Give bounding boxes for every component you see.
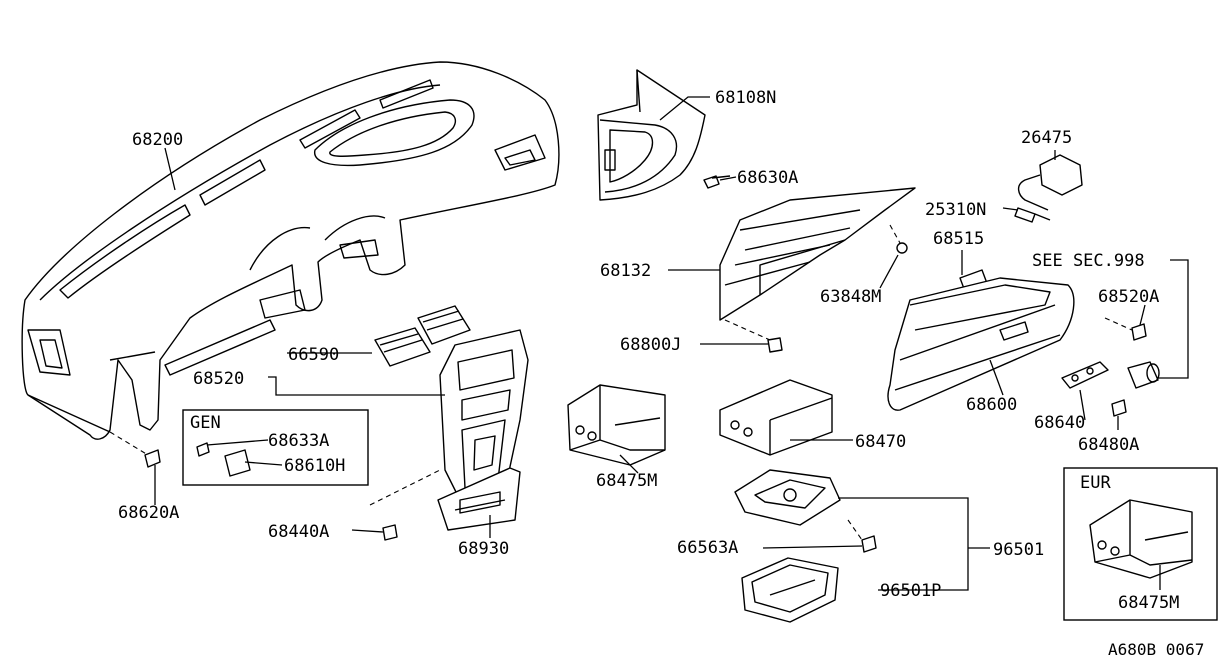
label-see-sec-998: SEE SEC.998 (1032, 251, 1145, 271)
label-68800J: 68800J (620, 335, 681, 355)
label-66590: 66590 (288, 345, 339, 365)
bracket-68470 (719, 379, 833, 456)
label-68515: 68515 (933, 229, 984, 249)
bracket-68930 (437, 467, 521, 531)
screw-68520A (1104, 317, 1147, 341)
pocket-68475M (567, 384, 666, 466)
label-68600: 68600 (966, 395, 1017, 415)
label-68132: 68132 (600, 261, 651, 281)
part-labels: 68200 68108N 68630A 26475 25310N 68515 S… (118, 88, 1204, 659)
label-68610H: 68610H (284, 456, 345, 476)
vents-66590 (374, 305, 471, 367)
label-68630A: 68630A (737, 168, 798, 188)
label-68470: 68470 (855, 432, 906, 452)
label-96501: 96501 (993, 540, 1044, 560)
label-26475: 26475 (1021, 128, 1072, 148)
screw-68480A (1111, 399, 1127, 417)
label-68200: 68200 (132, 130, 183, 150)
clip-63848M (889, 224, 908, 254)
screw-68800J (724, 319, 783, 353)
label-66563A: 66563A (677, 538, 738, 558)
lock-cylinder (1127, 361, 1160, 389)
label-68930: 68930 (458, 539, 509, 559)
label-68520A: 68520A (1098, 287, 1159, 307)
leader-lines (154, 96, 1189, 591)
label-68520: 68520 (193, 369, 244, 389)
eur-box (1063, 467, 1218, 621)
screw-68440A (369, 469, 441, 541)
gen-box (182, 409, 369, 486)
label-68640: 68640 (1034, 413, 1085, 433)
instrument-panel-68200 (21, 61, 560, 440)
ashtray-housing (734, 469, 841, 526)
side-panel-68108N (597, 69, 706, 201)
eur-box-title: EUR (1080, 473, 1111, 493)
label-68480A: 68480A (1078, 435, 1139, 455)
label-68108N: 68108N (715, 88, 776, 108)
screw-68620A (109, 431, 161, 468)
label-68633A: 68633A (268, 431, 329, 451)
ashtray-96501P (741, 557, 839, 623)
label-68620A: 68620A (118, 503, 179, 523)
screw-66563A (847, 519, 877, 553)
label-25310N: 25310N (925, 200, 986, 220)
glove-box-lid-68600 (887, 277, 1075, 411)
gen-box-title: GEN (190, 413, 221, 433)
center-bezel-68520 (439, 329, 529, 501)
glove-box-frame-68132 (719, 187, 916, 321)
bulb-25310N (1014, 207, 1051, 223)
figure-code: A680B 0067 (1108, 640, 1204, 659)
label-68440A: 68440A (268, 522, 329, 542)
label-63848M: 63848M (820, 287, 881, 307)
label-68475M-eur: 68475M (1118, 593, 1179, 613)
label-96501P: 96501P (880, 581, 941, 601)
lamp-26475 (1017, 154, 1083, 211)
hinge-68640 (1061, 361, 1109, 389)
label-68475M: 68475M (596, 471, 657, 491)
screw-68630A (703, 175, 731, 189)
